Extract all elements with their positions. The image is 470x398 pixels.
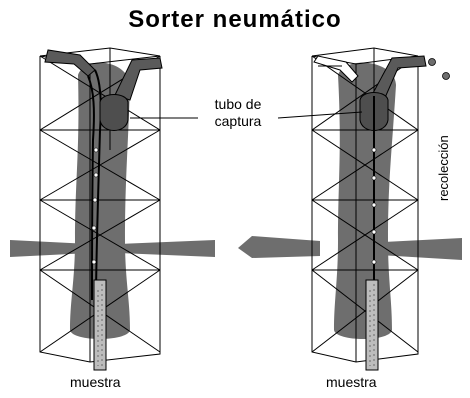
right-inlet-tube — [314, 56, 358, 82]
capture-tube-label-line2: captura — [196, 113, 280, 130]
left-sample-label: muestra — [70, 374, 121, 390]
right-sample-needle-icon — [366, 280, 378, 370]
collection-label: recolección — [436, 135, 451, 201]
right-collected-droplet-icon — [429, 59, 450, 80]
left-sample-needle-icon — [94, 280, 106, 370]
capture-tube-label: tubo de captura — [196, 96, 280, 130]
left-sorter — [10, 48, 215, 370]
right-sample-label: muestra — [326, 374, 377, 390]
capture-tube-label-line1: tubo de — [196, 96, 280, 113]
